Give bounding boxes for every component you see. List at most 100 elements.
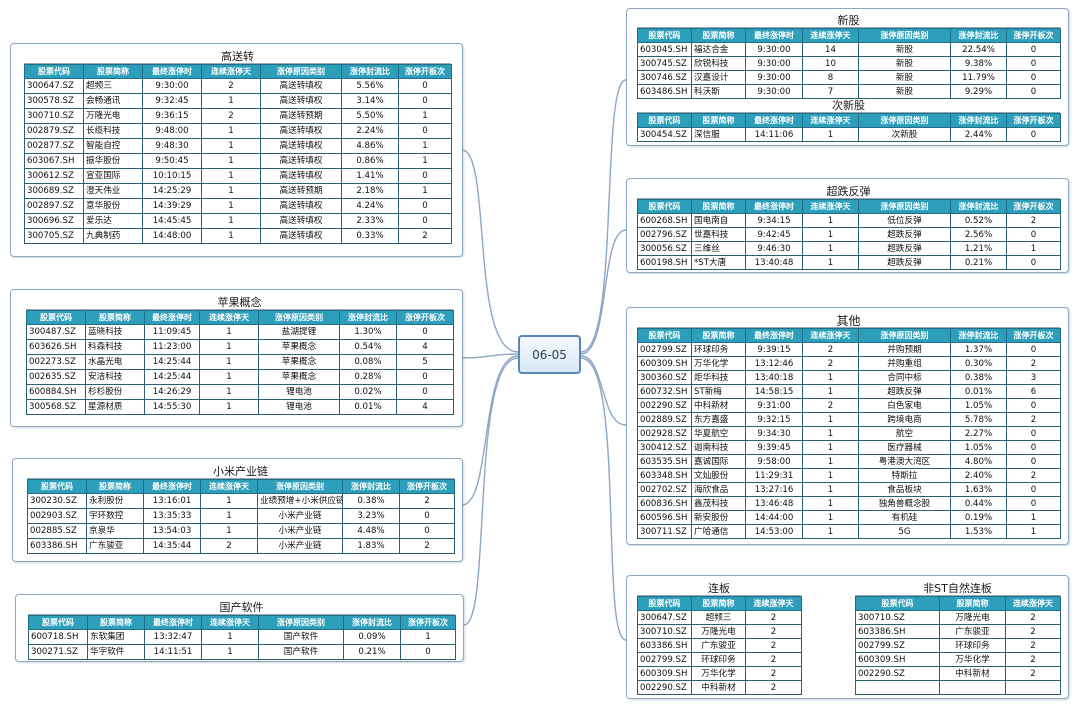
column-header-time: 最终涨停时 [144, 615, 202, 630]
cell-name: 炬华科技 [691, 370, 746, 385]
cell-opens: 0 [399, 508, 455, 524]
cell-time: 11:29:31 [745, 468, 803, 483]
cell-time: 9:58:00 [745, 454, 803, 469]
table-row[interactable] [855, 680, 1061, 695]
cell-opens: 2 [1006, 412, 1061, 427]
cell-name: 国电南自 [691, 213, 746, 228]
cell-opens: 0 [1006, 127, 1061, 142]
central-topic-date[interactable]: 06-05 [518, 335, 581, 374]
panel-xiaomi: 小米产业链 股票代码股票简称最终涨停时连续涨停天涨停原因类别涨停封流比涨停开板次… [27, 465, 455, 554]
cell-name: 京泉华 [86, 523, 144, 539]
cell-days: 1 [199, 369, 259, 385]
header-row: 股票代码股票简称最终涨停时连续涨停天涨停原因类别涨停封流比涨停开板次 [26, 310, 454, 325]
column-header-opens: 涨停开板次 [398, 64, 452, 79]
cell-time: 2 [1005, 652, 1061, 667]
cell-ratio: 2.24% [341, 123, 399, 139]
column-header-name: 股票简称 [83, 64, 143, 79]
cell-days: 8 [802, 70, 859, 85]
cell-time: 9:34:15 [745, 213, 803, 228]
cell-days: 1 [201, 198, 261, 214]
panel-title-software: 国产软件 [28, 601, 455, 615]
cell-code: 002290.SZ [637, 398, 692, 413]
cell-name: ST新梅 [691, 384, 746, 399]
cell-time: 13:35:33 [143, 508, 201, 524]
cell-opens: 2 [1006, 356, 1061, 371]
cell-ratio: 0.33% [341, 228, 399, 244]
topic-xiaomi[interactable]: 小米产业链 股票代码股票简称最终涨停时连续涨停天涨停原因类别涨停封流比涨停开板次… [12, 458, 463, 562]
cell-days: 1 [802, 241, 859, 256]
cell-code: 002290.SZ [637, 680, 692, 695]
cell-time: 9:39:45 [745, 440, 803, 455]
cell-days: 1 [802, 510, 859, 525]
cell-time: 11:23:00 [144, 339, 200, 355]
cell-ratio: 5.50% [341, 108, 399, 124]
